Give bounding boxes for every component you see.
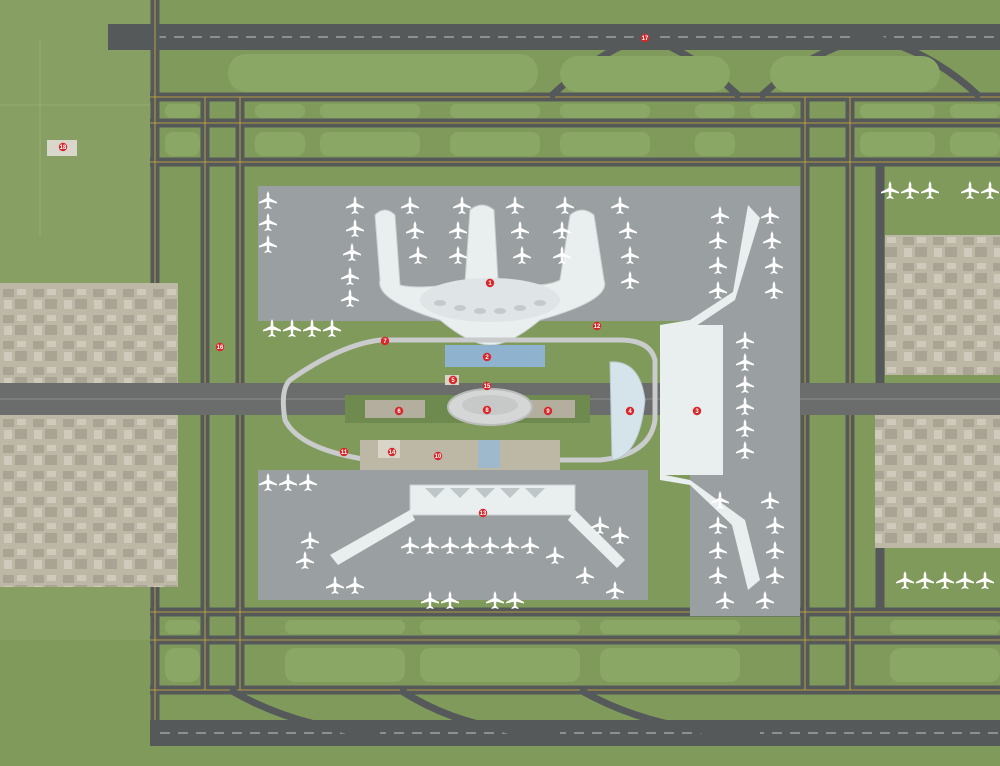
terminal-east-pier <box>660 205 760 590</box>
plan-marker <box>625 406 635 416</box>
plan-marker <box>387 447 397 457</box>
plan-marker-label: 18 <box>60 145 67 151</box>
plan-marker <box>478 508 488 518</box>
plan-marker <box>482 405 492 415</box>
plan-marker-label: 17 <box>642 36 649 42</box>
plan-marker-label: 13 <box>480 511 487 517</box>
plan-marker <box>482 352 492 362</box>
plan-marker-label: 8 <box>485 408 489 414</box>
plan-marker-label: 7 <box>383 339 387 345</box>
plan-marker <box>215 342 225 352</box>
plan-marker-label: 9 <box>546 409 550 415</box>
plan-marker-label: 3 <box>695 409 699 415</box>
east-landside-blocks-north <box>885 235 1000 375</box>
runway-short-west <box>108 24 158 50</box>
runway-north <box>110 24 1000 50</box>
plan-marker-label: 14 <box>389 450 396 456</box>
plan-marker <box>448 375 458 385</box>
plan-marker-label: 6 <box>397 409 401 415</box>
landside-core <box>280 337 658 470</box>
west-landside-blocks-north <box>0 283 178 383</box>
west-landside-blocks-south <box>0 415 178 587</box>
plan-marker <box>394 406 404 416</box>
plan-marker-label: 16 <box>217 345 224 351</box>
plan-marker <box>592 321 602 331</box>
plan-marker <box>482 381 492 391</box>
plan-marker <box>339 447 349 457</box>
terminal-north <box>374 204 606 346</box>
plan-marker <box>433 451 443 461</box>
plan-marker-label: 12 <box>594 324 601 330</box>
east-landside-blocks-south <box>875 413 1000 548</box>
south-grass-islands <box>165 620 1000 682</box>
plan-marker <box>485 278 495 288</box>
plan-marker-label: 1 <box>488 281 492 287</box>
plan-marker <box>640 33 650 43</box>
plan-marker <box>543 406 553 416</box>
plan-marker-label: 11 <box>341 450 348 456</box>
north-grass-islands <box>165 54 1000 156</box>
terminal-south <box>330 484 625 568</box>
plan-marker-label: 15 <box>484 384 491 390</box>
plan-marker <box>692 406 702 416</box>
plan-marker-label: 10 <box>435 454 442 460</box>
plan-marker-label: 5 <box>451 378 455 384</box>
plan-marker-label: 4 <box>628 409 632 415</box>
runway-south <box>150 720 1000 746</box>
plan-marker <box>58 142 68 152</box>
plan-marker <box>380 336 390 346</box>
plan-marker-label: 2 <box>485 355 489 361</box>
